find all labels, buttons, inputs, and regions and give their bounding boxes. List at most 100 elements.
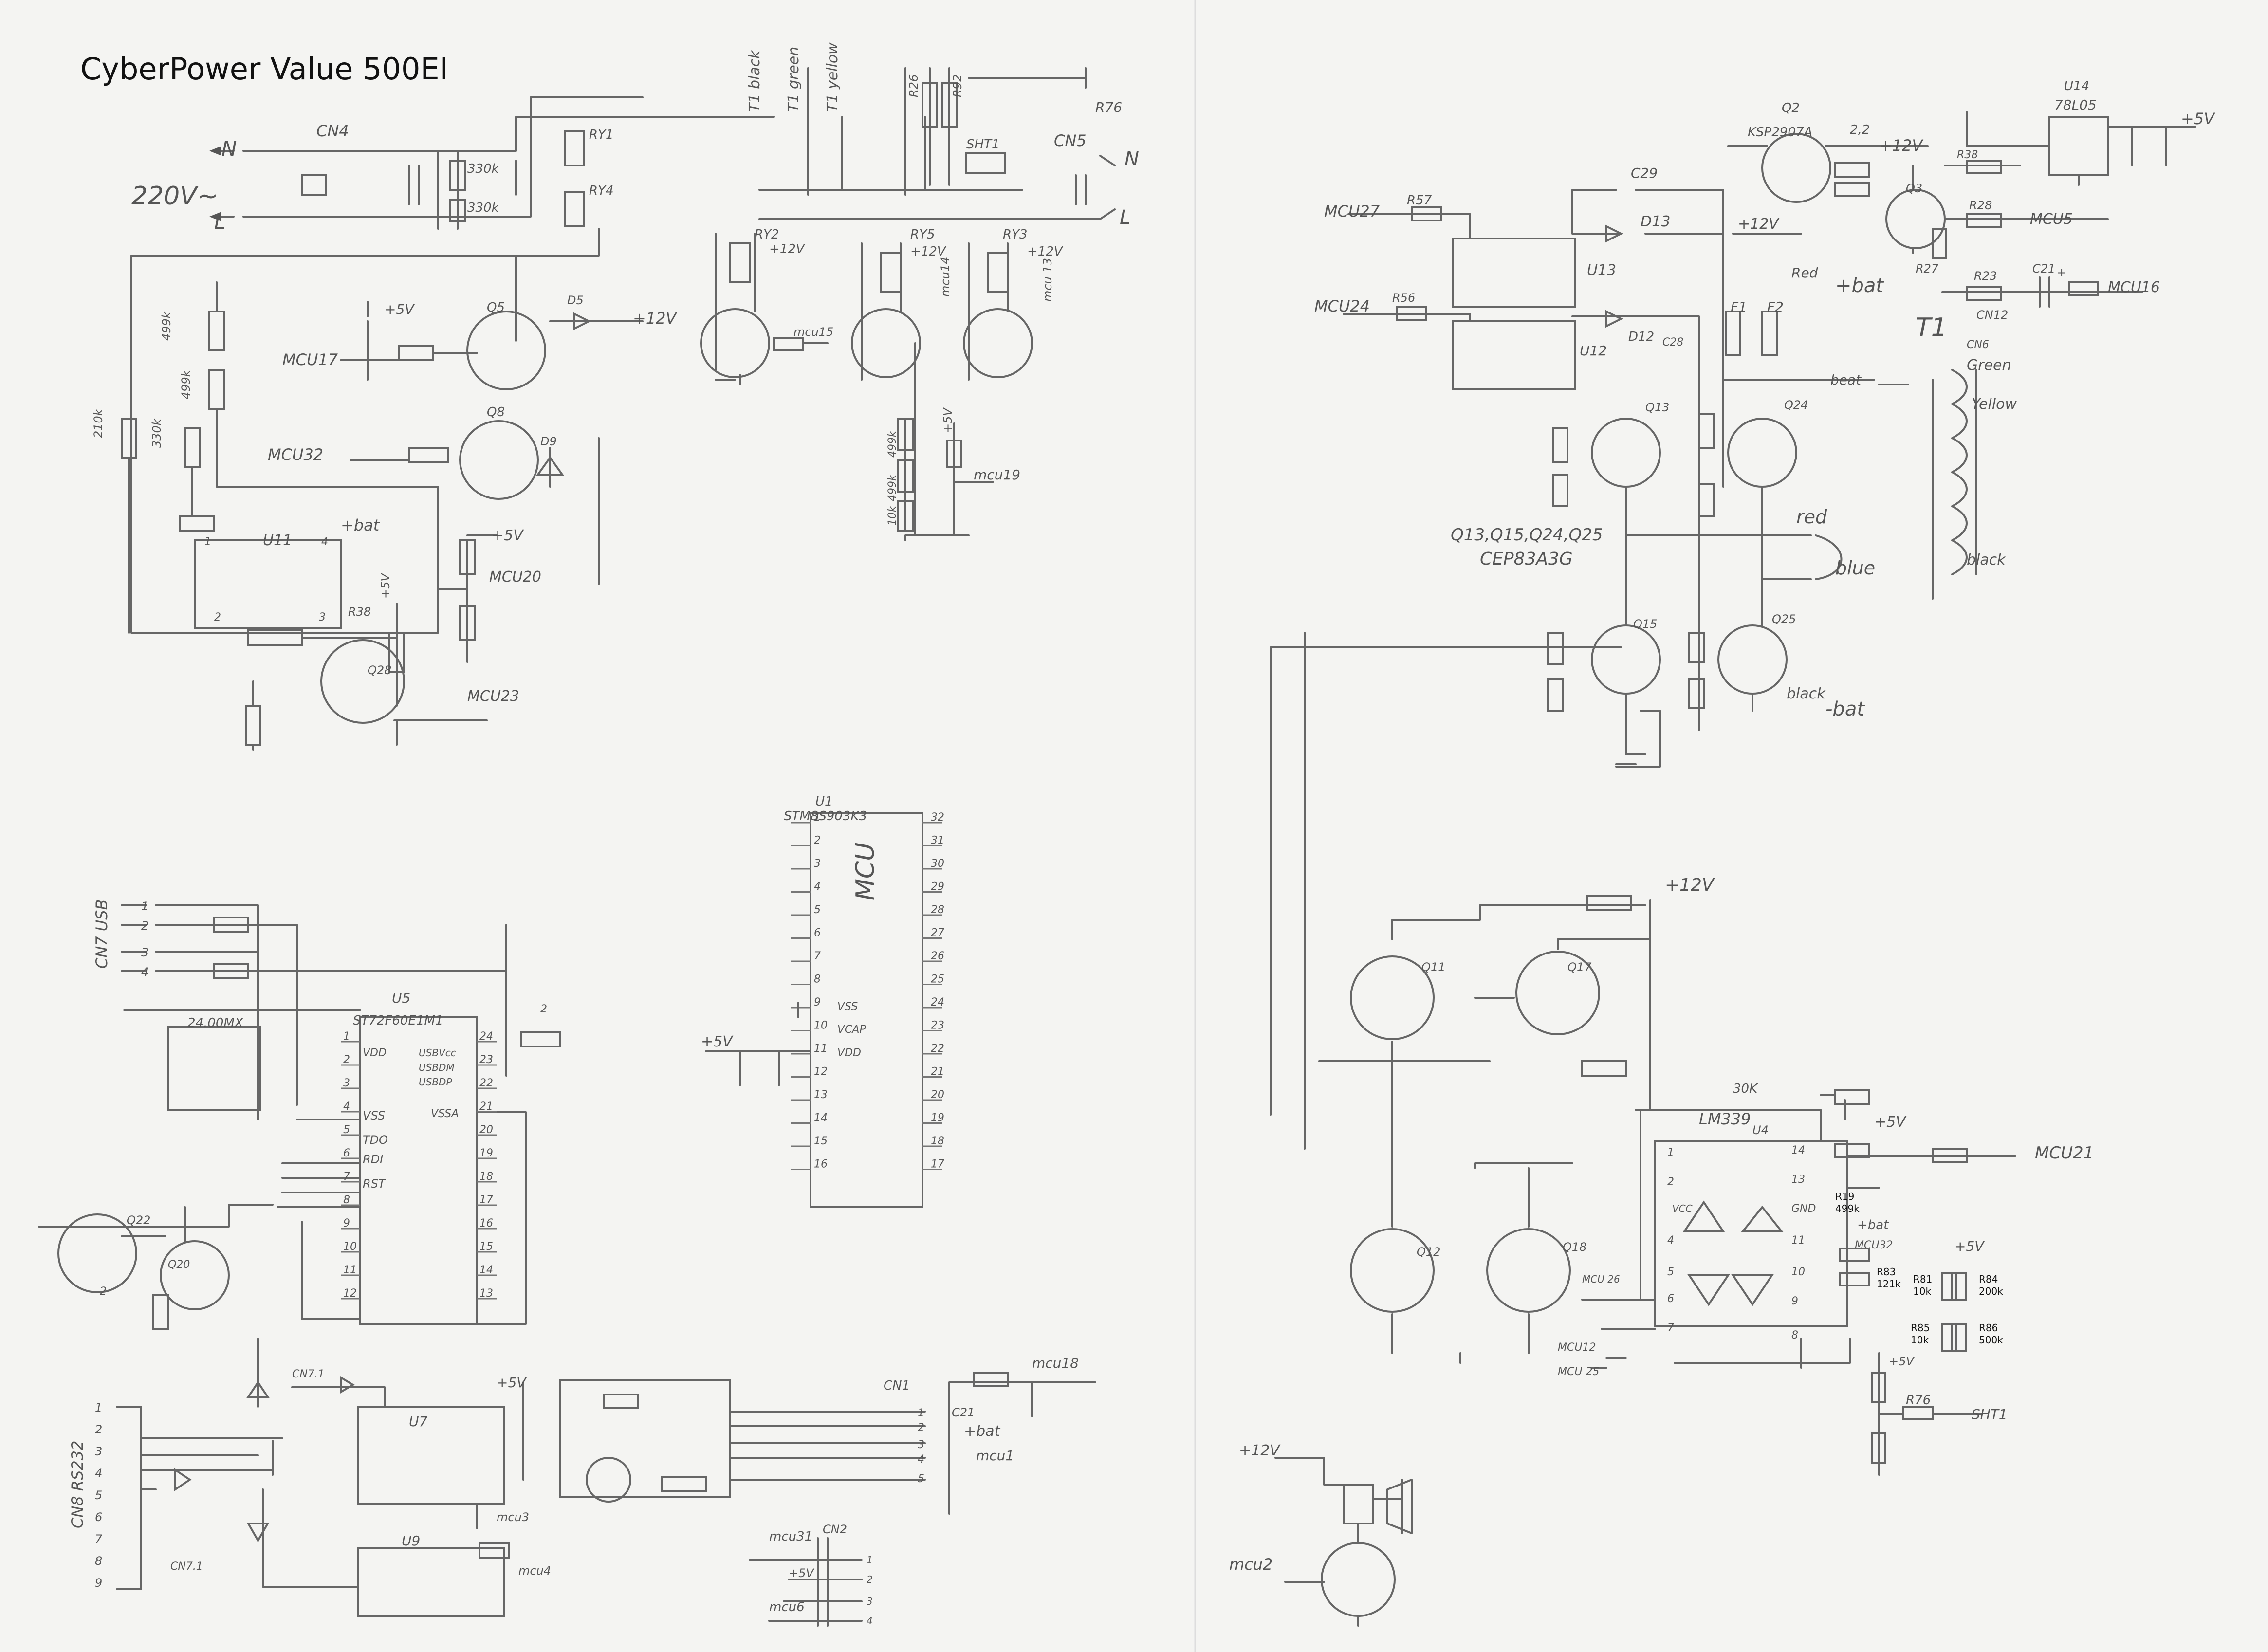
resistor-mcu15 <box>773 337 804 351</box>
cn7-usb-label: CN7 USB <box>92 899 111 969</box>
u1-v5: +5V <box>701 1033 734 1050</box>
rs232-pin6: 6 <box>95 1510 102 1524</box>
comparator-u4-body <box>1654 1140 1848 1327</box>
reg-v12-label: +12V <box>1879 136 1924 155</box>
cn1-pin3: 3 <box>918 1439 924 1451</box>
u1-pin-left-6: 6 <box>814 927 821 939</box>
relay-ry1-coil <box>564 130 585 166</box>
printed-r83-value: 121k <box>1877 1278 1901 1290</box>
printed-r19: R19 <box>1835 1191 1854 1202</box>
u1-part: STM8S903K3 <box>784 809 867 824</box>
resistor-r83 <box>1839 1272 1870 1286</box>
rs232-v5: +5V <box>497 1375 527 1391</box>
v12-label-a: +12V <box>633 309 678 328</box>
resistor-mcu19 <box>946 440 962 468</box>
cn6-label: CN6 <box>1967 339 1989 351</box>
cn1-ref: CN1 <box>884 1378 910 1393</box>
cn1-mcu1: mcu1 <box>976 1448 1014 1464</box>
bridge-driver-section <box>1270 632 2016 1476</box>
u4-pin5: 5 <box>1667 1266 1674 1278</box>
resistor-u4-pullup <box>1834 1143 1870 1158</box>
u4-pin10: 10 <box>1791 1266 1805 1278</box>
q18-label: Q18 <box>1563 1240 1586 1254</box>
resistor-r28 <box>1966 213 2002 228</box>
transistor-q8 <box>459 420 539 500</box>
transistor-fan <box>1321 1542 1396 1617</box>
u12-label: U12 <box>1580 343 1607 359</box>
q13-label: Q13 <box>1645 401 1669 414</box>
resistor-r27 <box>1932 228 1947 259</box>
resistor-r23 <box>1966 286 2002 301</box>
u14-label: U14 <box>2064 79 2089 93</box>
resistor-330k-b <box>449 199 466 222</box>
f1-label: F1 <box>1731 299 1747 315</box>
transistor-q11 <box>1350 955 1435 1040</box>
optocoupler-u12 <box>1452 320 1576 390</box>
u1-pin-left-7: 7 <box>814 950 821 962</box>
mosfet-q25 <box>1717 624 1788 695</box>
reg-v5-label: +5V <box>2181 110 2215 128</box>
rs232-pin1: 1 <box>95 1401 102 1414</box>
resistor-499k-d <box>897 459 914 493</box>
u11-pin4: 4 <box>321 536 328 548</box>
printed-r81-value: 10k <box>1913 1285 1931 1297</box>
mains-l-label: L <box>214 210 225 234</box>
u4-pin13: 13 <box>1791 1174 1805 1186</box>
u5-pin-right-16: 16 <box>479 1217 493 1230</box>
u1-pin-right-18: 18 <box>931 1135 944 1147</box>
u5-pin-right-22: 22 <box>479 1077 493 1089</box>
comparator-b <box>1687 1274 1730 1306</box>
mcu24-label: MCU24 <box>1314 297 1370 315</box>
cn71-label-a: CN7.1 <box>292 1368 325 1380</box>
q2-part: KSP2907A <box>1748 125 1812 140</box>
resistor-10k <box>897 500 914 532</box>
q22-label: Q22 <box>127 1213 150 1227</box>
q28-label: Q28 <box>368 663 391 677</box>
cn1-c21: C21 <box>952 1406 975 1419</box>
u1-pin-right-17: 17 <box>931 1158 944 1171</box>
u5-usbdp: USBDP <box>419 1076 452 1088</box>
u1-vdd: VDD <box>837 1047 861 1059</box>
u5-pin-left-2: 2 <box>343 1054 350 1066</box>
q3-label: Q3 <box>1906 182 1922 195</box>
relay-v12-b: +12V <box>910 244 947 259</box>
bridge-mcu26: MCU 26 <box>1582 1273 1620 1285</box>
u1-pin-left-2: 2 <box>814 835 821 847</box>
d9-label: D9 <box>540 435 557 448</box>
resistor-499k-c <box>897 418 914 451</box>
resistor-r86 <box>1951 1323 1967 1352</box>
d12-label: D12 <box>1628 330 1654 344</box>
u5-pin-right-20: 20 <box>479 1124 493 1136</box>
relay-ry5-coil <box>880 252 902 293</box>
r38b-label: R38 <box>1957 149 1978 161</box>
u5-rdi: RDI <box>363 1153 383 1166</box>
mosfet-note-1: Q13,Q15,Q24,Q25 <box>1451 525 1603 545</box>
ry4-label: RY4 <box>589 184 614 198</box>
bridge-mcu12: MCU12 <box>1558 1341 1596 1354</box>
u1-pin-right-21: 21 <box>931 1066 944 1078</box>
u1-pin-right-19: 19 <box>931 1112 944 1124</box>
u5-pin-right-24: 24 <box>479 1030 493 1043</box>
rs232-pin5: 5 <box>95 1488 102 1502</box>
q24-label: Q24 <box>1784 398 1808 412</box>
bridge-r76: R76 <box>1906 1393 1931 1408</box>
u9-label: U9 <box>402 1533 420 1549</box>
relay-v12-c: +12V <box>1027 244 1064 259</box>
r57-label: R57 <box>1407 193 1432 208</box>
rs232-pin3: 3 <box>95 1445 102 1458</box>
fan-driver-section <box>1274 1457 1413 1627</box>
u1-pin-right-20: 20 <box>931 1089 944 1101</box>
resistor-q2-a <box>1834 162 1870 178</box>
varistor <box>301 174 327 196</box>
bridge-v5: +5V <box>1874 1114 1907 1131</box>
rt-bat-label: +bat <box>1835 275 1884 297</box>
shunt-sht1 <box>965 152 1006 174</box>
printed-v5: +5V <box>1955 1238 1985 1254</box>
u1-pin-right-28: 28 <box>931 904 944 916</box>
resistor-q28 <box>245 705 261 746</box>
cn2-pin3: 3 <box>867 1596 873 1607</box>
resistor-sht1-a <box>1871 1372 1886 1403</box>
r-499k-a-label: 499k <box>160 311 173 341</box>
t1-green-label: T1 green <box>785 47 802 112</box>
